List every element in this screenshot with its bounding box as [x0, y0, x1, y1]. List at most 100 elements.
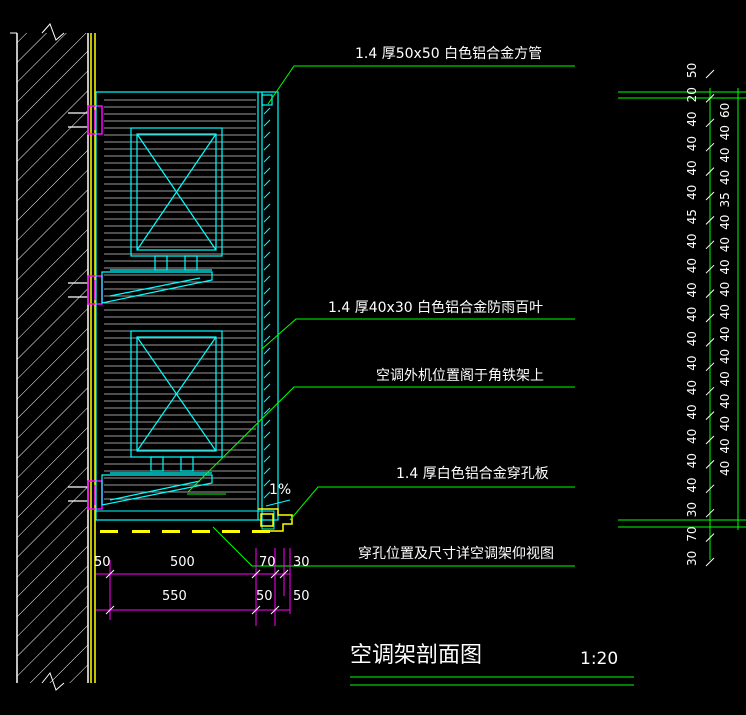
right-dim-label: 40	[685, 307, 699, 322]
dim-50-mid: 50	[256, 589, 273, 604]
dim-500: 500	[170, 555, 195, 570]
right-dim-label-outer: 35	[718, 192, 732, 207]
louver-tick	[263, 131, 271, 139]
right-dim-label: 70	[685, 526, 699, 541]
louver-tick	[263, 155, 271, 163]
plate-hole	[252, 530, 270, 533]
break-line-bottom	[41, 671, 65, 691]
right-dim-label-outer: 40	[718, 304, 732, 319]
louver-tick	[263, 479, 271, 487]
louver-tick	[263, 179, 271, 187]
louver-tick	[263, 143, 271, 151]
right-dim-label-outer: 40	[718, 170, 732, 185]
plate-hole	[162, 530, 180, 533]
right-dim-label: 20	[685, 87, 699, 102]
louver-tick	[263, 395, 271, 403]
louver-tick	[263, 455, 271, 463]
label-ac-unit: 空调外机位置阁于角铁架上	[376, 368, 544, 384]
label-slope: 1%	[269, 482, 291, 498]
right-dim-label: 50	[685, 63, 699, 78]
dim-30: 30	[293, 555, 310, 570]
louver-tick	[263, 203, 271, 211]
louver-tick	[263, 407, 271, 415]
louver-tick	[263, 443, 271, 451]
right-dim-label: 45	[685, 209, 699, 224]
dim-50-left: 50	[94, 555, 111, 570]
right-dim-label-outer: 40	[718, 237, 732, 252]
louver-tick	[263, 467, 271, 475]
right-dim-label: 40	[685, 478, 699, 493]
right-dim-label: 40	[685, 429, 699, 444]
louver-tick	[263, 107, 271, 115]
louver-tick	[263, 347, 271, 355]
right-dim-label: 40	[685, 234, 699, 249]
bottom-plate	[96, 499, 293, 532]
right-dim-label-outer: 40	[718, 215, 732, 230]
ac-unit-lower	[110, 330, 223, 474]
dimension-ticks	[105, 569, 289, 615]
louver-tick	[263, 239, 271, 247]
louver-tick	[263, 431, 271, 439]
right-dim-label: 40	[685, 331, 699, 346]
break-line-top	[41, 23, 65, 41]
louver-tick	[263, 419, 271, 427]
right-dim-label: 40	[685, 453, 699, 468]
louver-tick	[263, 251, 271, 259]
louver-tick	[263, 227, 271, 235]
right-dim-label: 40	[685, 282, 699, 297]
right-dim-label-outer: 40	[718, 326, 732, 341]
angle-brackets	[101, 271, 213, 506]
dim-70: 70	[259, 555, 276, 570]
right-dim-label: 40	[685, 258, 699, 273]
louver-tick	[263, 287, 271, 295]
plate-holes	[100, 530, 270, 533]
label-louver: 1.4 厚40x30 白色铝合金防雨百叶	[328, 299, 543, 316]
louver-tick	[263, 263, 271, 271]
right-dim-label-outer: 60	[718, 103, 732, 118]
right-dim-label-outer: 40	[718, 349, 732, 364]
right-dim-label-outer: 40	[718, 394, 732, 409]
louver-tick	[263, 359, 271, 367]
louver-tick	[263, 383, 271, 391]
right-dim-label-outer: 40	[718, 282, 732, 297]
right-dim-label: 40	[685, 185, 699, 200]
bottom-dimensions	[96, 548, 291, 626]
right-dim-label-outer: 40	[718, 416, 732, 431]
anchor-bolts	[68, 112, 88, 502]
leader-lines	[187, 65, 634, 686]
right-dim-label-outer: 40	[718, 438, 732, 453]
right-dim-label-outer: 40	[718, 125, 732, 140]
right-dim-label: 40	[685, 380, 699, 395]
louver-tick	[263, 119, 271, 127]
plate-hole	[100, 530, 118, 533]
louver-tick	[263, 323, 271, 331]
label-square-tube: 1.4 厚50x50 白色铝合金方管	[355, 45, 542, 62]
right-dim-label-outer: 40	[718, 371, 732, 386]
louver-tick	[263, 191, 271, 199]
right-dim-label: 30	[685, 551, 699, 566]
plate-hole	[222, 530, 240, 533]
drawing-scale: 1:20	[580, 649, 618, 669]
right-dim-label-outer: 40	[718, 259, 732, 274]
louver-lines	[104, 99, 256, 500]
dim-50-right: 50	[293, 589, 310, 604]
top-tube	[261, 94, 273, 106]
louver-tick	[263, 311, 271, 319]
plate-hole	[192, 530, 210, 533]
right-dimension-chain: 50 20 40 40 40 40 45 40 40 40 40 40 40 40 40 40 40 40 30 70…	[618, 63, 746, 567]
plate-hole	[132, 530, 150, 533]
right-dim-label: 40	[685, 112, 699, 127]
dim-550: 550	[162, 589, 187, 604]
right-dim-label: 40	[685, 404, 699, 419]
louver-tick	[263, 371, 271, 379]
louver-tick	[263, 167, 271, 175]
right-dim-label-outer: 40	[718, 147, 732, 162]
drawing-title: 空调架剖面图	[350, 643, 482, 668]
louver-ticks	[263, 107, 271, 499]
right-dim-label: 40	[685, 356, 699, 371]
wall-hatch	[17, 33, 88, 683]
wall-section	[10, 23, 96, 691]
right-dim-label: 40	[685, 160, 699, 175]
label-perforated-plate: 1.4 厚白色铝合金穿孔板	[396, 465, 549, 482]
